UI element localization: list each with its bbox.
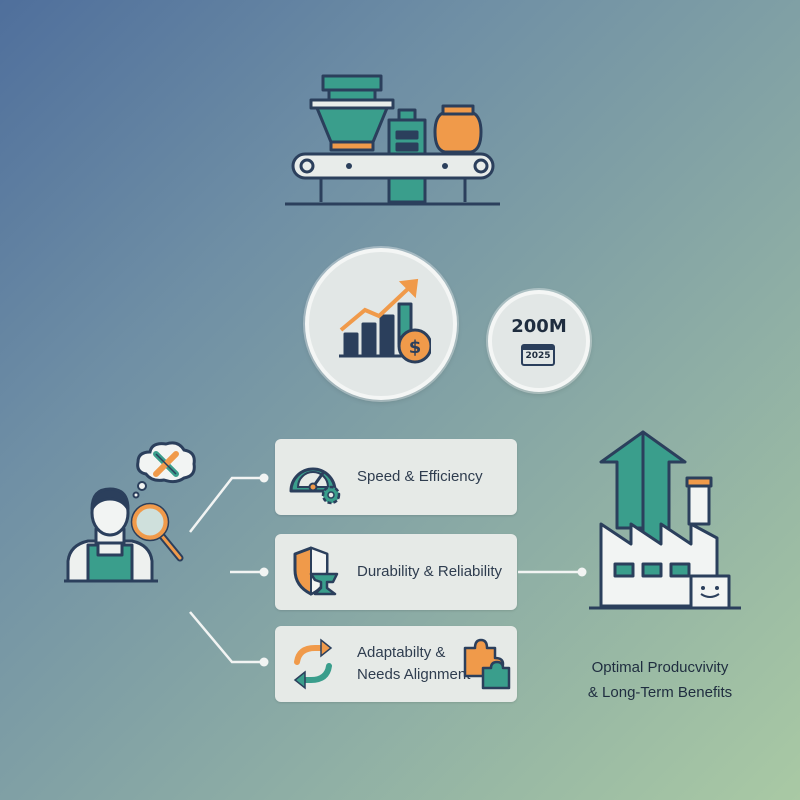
svg-text:$: $ (409, 337, 422, 358)
puzzle-pieces-icon (463, 638, 511, 690)
benefit-card-speed: Speed & Efficiency (275, 439, 517, 515)
badge-value: 200M (511, 316, 567, 337)
factory-arrow-icon (589, 430, 741, 610)
production-line-icon (285, 74, 500, 206)
cycle-arrows-icon (293, 638, 333, 690)
target-badge: 200M 2025 (488, 290, 590, 392)
benefit-label-speed: Speed & Efficiency (357, 468, 483, 485)
outcome-caption: Optimal Producvivity & Long-Term Benefit… (560, 655, 760, 705)
outcome-line1: Optimal Producvivity (591, 659, 729, 676)
benefit-card-durability: Durability & Reliability (275, 534, 517, 610)
benefit-label-durability: Durability & Reliability (357, 563, 503, 580)
worker-icon (64, 487, 158, 583)
growth-circle: $ (305, 248, 457, 400)
shield-anvil-icon (293, 546, 339, 596)
speedometer-gear-icon (289, 467, 341, 505)
benefit-label-adaptability-line2: Needs Alignment (357, 666, 471, 683)
growth-chart-dollar-icon: $ (339, 278, 431, 364)
tools-thought-icon (132, 441, 196, 499)
badge-year: 2025 (525, 351, 551, 361)
calendar-icon: 2025 (521, 344, 555, 366)
magnifier-icon (130, 502, 184, 562)
outcome-line2: & Long-Term Benefits (587, 684, 733, 701)
benefit-label-adaptability-line1: Adaptabilty & (357, 644, 446, 661)
benefit-card-adaptability: Adaptabilty & Needs Alignment (275, 626, 517, 702)
